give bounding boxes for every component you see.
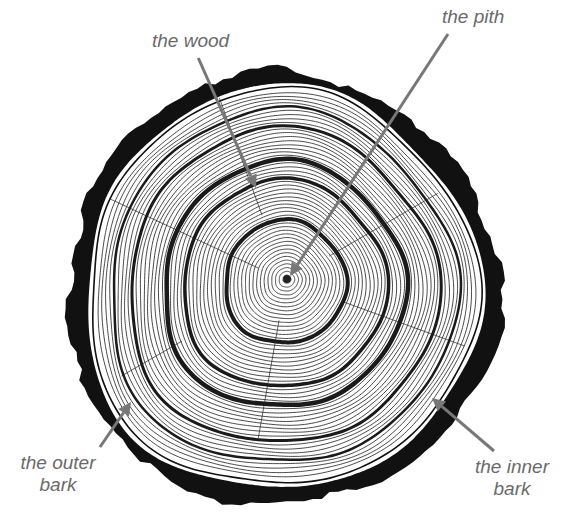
growth-ring bbox=[197, 189, 378, 374]
growth-ring bbox=[207, 201, 366, 362]
inner-bark bbox=[93, 87, 482, 483]
growth-ring bbox=[257, 249, 318, 311]
growth-ring bbox=[114, 106, 461, 459]
growth-ring bbox=[171, 163, 405, 402]
growth-ring bbox=[102, 96, 472, 472]
growth-ring bbox=[151, 145, 423, 422]
growth-ring bbox=[128, 122, 445, 445]
leader-line bbox=[100, 413, 124, 447]
leader-line bbox=[442, 406, 494, 451]
pith bbox=[283, 275, 291, 283]
growth-ring bbox=[260, 253, 313, 307]
part-label: the wood bbox=[152, 30, 229, 52]
arrowhead bbox=[245, 173, 257, 188]
arrowhead bbox=[290, 262, 303, 276]
radial-cracks bbox=[109, 98, 464, 439]
wood-disk bbox=[88, 83, 485, 487]
growth-ring bbox=[268, 260, 306, 299]
growth-ring bbox=[162, 155, 411, 408]
growth-ring bbox=[132, 126, 441, 441]
growth-ring bbox=[249, 241, 325, 318]
growth-ring bbox=[223, 215, 352, 346]
growth-ring bbox=[227, 219, 348, 342]
growth-ring bbox=[98, 93, 476, 477]
growth-ring bbox=[155, 149, 419, 418]
part-label: the inner bark bbox=[462, 456, 562, 500]
growth-ring bbox=[106, 100, 468, 469]
growth-ring bbox=[121, 115, 454, 453]
growth-ring bbox=[264, 256, 310, 302]
growth-ring bbox=[148, 141, 428, 426]
growth-ring bbox=[211, 204, 362, 358]
leader-line bbox=[297, 34, 448, 265]
crack bbox=[109, 199, 259, 269]
growth-ring bbox=[136, 129, 438, 436]
growth-ring bbox=[118, 110, 458, 456]
growth-ring bbox=[167, 159, 408, 405]
growth-ring bbox=[140, 133, 434, 433]
growth-ring bbox=[253, 245, 321, 315]
leader-arrow bbox=[198, 58, 256, 188]
leader-arrow bbox=[290, 34, 448, 276]
arrowhead bbox=[118, 402, 131, 416]
part-label: the outer bark bbox=[8, 452, 108, 496]
crack bbox=[342, 302, 464, 346]
arrowhead bbox=[432, 398, 446, 411]
crack bbox=[121, 341, 182, 376]
leader-arrow bbox=[100, 402, 131, 447]
growth-rings bbox=[98, 93, 476, 477]
crack bbox=[329, 194, 437, 257]
outer-bark bbox=[65, 65, 505, 506]
growth-ring bbox=[246, 238, 329, 323]
growth-ring bbox=[215, 208, 359, 354]
growth-ring bbox=[204, 197, 370, 366]
growth-ring bbox=[200, 193, 374, 370]
part-label: the pith bbox=[442, 6, 504, 28]
growth-ring bbox=[110, 103, 464, 464]
growth-ring bbox=[158, 152, 414, 413]
leader-line bbox=[198, 58, 250, 176]
crack bbox=[258, 320, 279, 438]
growth-ring bbox=[283, 275, 291, 283]
growth-ring bbox=[219, 211, 355, 350]
leader-arrow bbox=[432, 398, 494, 451]
